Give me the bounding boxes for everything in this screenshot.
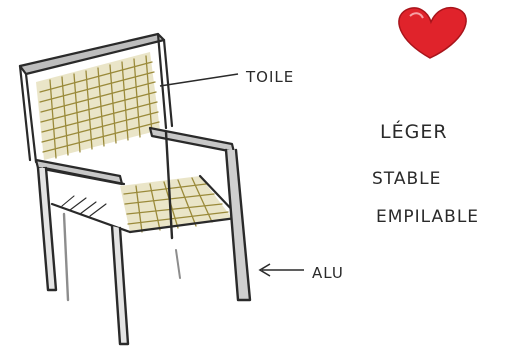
fabric-leader-line — [160, 74, 238, 86]
fabric-label: TOILE — [245, 68, 294, 86]
quality-stackable: EMPILABLE — [376, 207, 479, 227]
quality-light: LÉGER — [380, 120, 448, 143]
qualities-list: LÉGER STABLE EMPILABLE — [372, 120, 479, 227]
backrest-fabric — [36, 52, 160, 160]
quality-stable: STABLE — [372, 169, 441, 189]
chair-legs — [38, 132, 250, 344]
chair-drawing — [20, 34, 250, 344]
aluminium-label: ALU — [312, 264, 344, 282]
heart-icon — [399, 8, 466, 58]
